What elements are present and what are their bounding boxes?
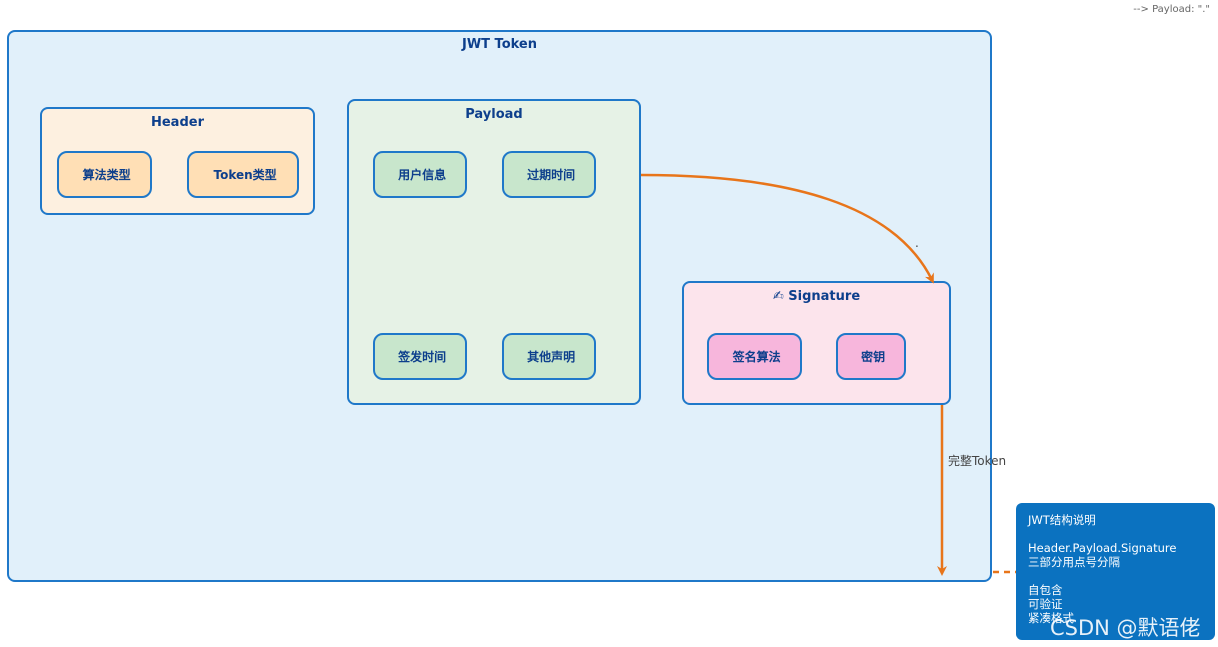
header-label: Header xyxy=(150,115,204,130)
signature-icon: ✍ xyxy=(772,289,784,304)
header-title: Header xyxy=(40,115,315,130)
signature-label: Signature xyxy=(788,289,861,304)
edge-label-complete-token: 完整Token xyxy=(948,454,1007,468)
node-signature-algorithm[interactable]: 签名算法 xyxy=(707,333,802,380)
note-bullet-text: 紧凑格式 xyxy=(1028,611,1074,625)
note-bullet-text: 可验证 xyxy=(1028,597,1063,611)
note-title: JWT结构说明 xyxy=(1028,513,1203,527)
payload-title: Payload xyxy=(347,107,641,122)
node-label: 其他声明 xyxy=(527,350,576,364)
node-label: 用户信息 xyxy=(398,168,447,182)
watermark: CSDN @默语佬 xyxy=(1050,616,1201,640)
node-token-type[interactable]: Token类型 xyxy=(187,151,299,198)
node-algorithm-type[interactable]: 算法类型 xyxy=(57,151,152,198)
node-label: 签发时间 xyxy=(398,350,447,364)
edge-payload-to-signature xyxy=(640,173,934,284)
node-issued-at[interactable]: 签发时间 xyxy=(373,333,467,380)
payload-label: Payload xyxy=(465,107,523,122)
node-secret-key[interactable]: 密钥 xyxy=(836,333,906,380)
note-bullet: 可验证 xyxy=(1028,597,1203,611)
node-label: 密钥 xyxy=(861,350,886,364)
node-other-claims[interactable]: 其他声明 xyxy=(502,333,596,380)
node-label: 过期时间 xyxy=(527,168,576,182)
signature-title: ✍ Signature xyxy=(682,289,951,304)
note-bullet: 自包含 xyxy=(1028,583,1203,597)
jwt-token-label: JWT Token xyxy=(461,37,537,52)
node-label: 算法类型 xyxy=(82,168,131,182)
node-label: Token类型 xyxy=(213,168,277,182)
corner-note: --> Payload: "." xyxy=(1133,4,1210,15)
note-bullet-text: 自包含 xyxy=(1028,583,1063,597)
node-label: 签名算法 xyxy=(732,350,781,364)
jwt-token-title: JWT Token xyxy=(7,37,992,52)
jwt-structure-note: JWT结构说明 Header.Payload.Signature 三部分用点号分… xyxy=(1016,503,1215,640)
node-expiration[interactable]: 过期时间 xyxy=(502,151,596,198)
note-line-format: Header.Payload.Signature xyxy=(1028,541,1177,555)
note-bullet: 紧凑格式 xyxy=(1028,611,1203,625)
note-title-text: JWT结构说明 xyxy=(1028,513,1096,527)
node-user-info[interactable]: 用户信息 xyxy=(373,151,467,198)
note-line-separator: 三部分用点号分隔 xyxy=(1028,555,1120,569)
edge-label-dot: . xyxy=(915,236,919,250)
